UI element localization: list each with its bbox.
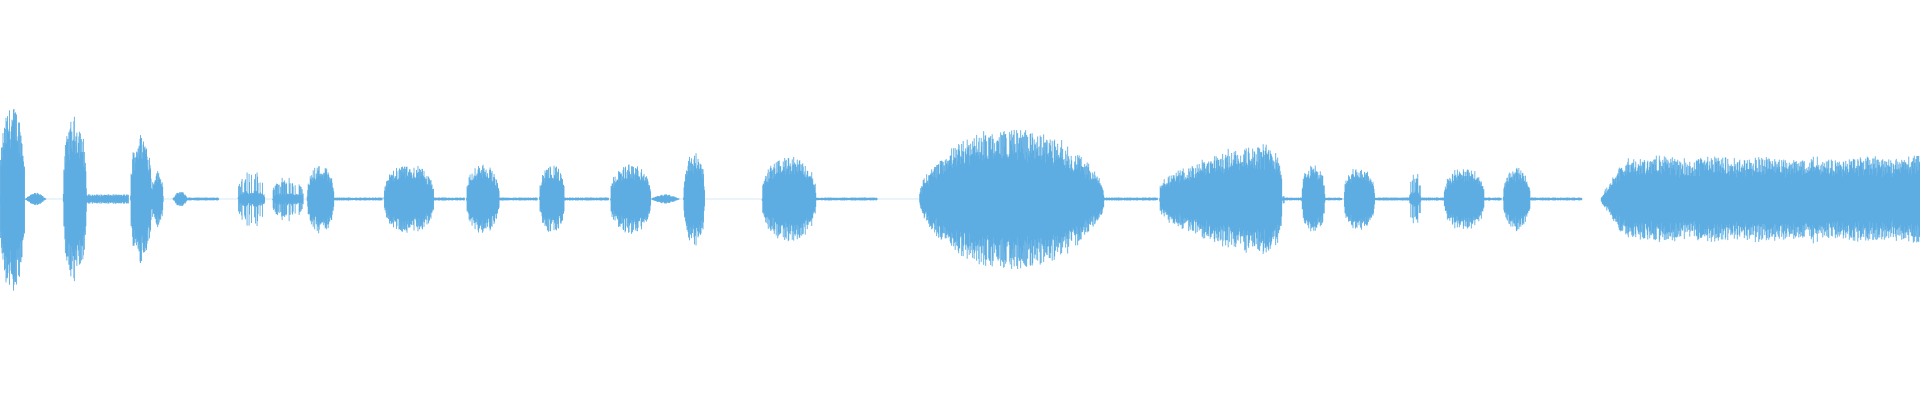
waveform-segment-33 — [1443, 169, 1485, 229]
waveform-segment-23 — [919, 129, 1105, 270]
waveform-segment-8 — [237, 172, 266, 226]
waveform-segment-31 — [1408, 173, 1422, 224]
waveform-segment-13 — [433, 197, 465, 201]
waveform-segment-15 — [498, 197, 538, 201]
waveform-segment-27 — [1301, 165, 1326, 232]
waveform-segment-35 — [1502, 167, 1531, 232]
waveform-segment-3 — [85, 194, 129, 204]
waveform-segment-24 — [1103, 197, 1158, 201]
waveform-segment-28 — [1324, 197, 1343, 201]
waveform-segment-4 — [130, 135, 153, 263]
waveform-segment-25 — [1159, 144, 1285, 254]
waveform-segment-37 — [1600, 155, 1920, 244]
waveform-segment-16 — [539, 165, 565, 232]
waveform-segment-6 — [172, 191, 189, 206]
waveform-segment-0 — [0, 108, 25, 291]
waveform-segment-17 — [564, 197, 609, 201]
waveform-segment-9 — [272, 177, 304, 222]
waveform-segment-21 — [761, 157, 817, 242]
waveform-segment-2 — [62, 116, 87, 282]
waveform-segment-20 — [683, 153, 705, 246]
waveform-segment-32 — [1420, 197, 1445, 201]
waveform-segment-5 — [151, 171, 164, 228]
waveform-segment-10 — [306, 166, 335, 234]
waveform-segment-1 — [24, 192, 47, 206]
waveform-segment-18 — [610, 164, 652, 234]
waveform-segment-29 — [1343, 169, 1375, 230]
waveform-segment-14 — [466, 164, 500, 233]
waveform-segment-30 — [1374, 197, 1410, 201]
waveform-trace — [0, 108, 1920, 291]
waveform-segment-7 — [187, 197, 220, 201]
waveform-segment-22 — [815, 197, 878, 201]
waveform-segment-36 — [1529, 197, 1583, 201]
waveform-segment-12 — [383, 166, 434, 233]
waveform-segment-11 — [333, 197, 383, 201]
waveform-segment-19 — [650, 194, 680, 204]
waveform-segment-34 — [1483, 197, 1502, 201]
